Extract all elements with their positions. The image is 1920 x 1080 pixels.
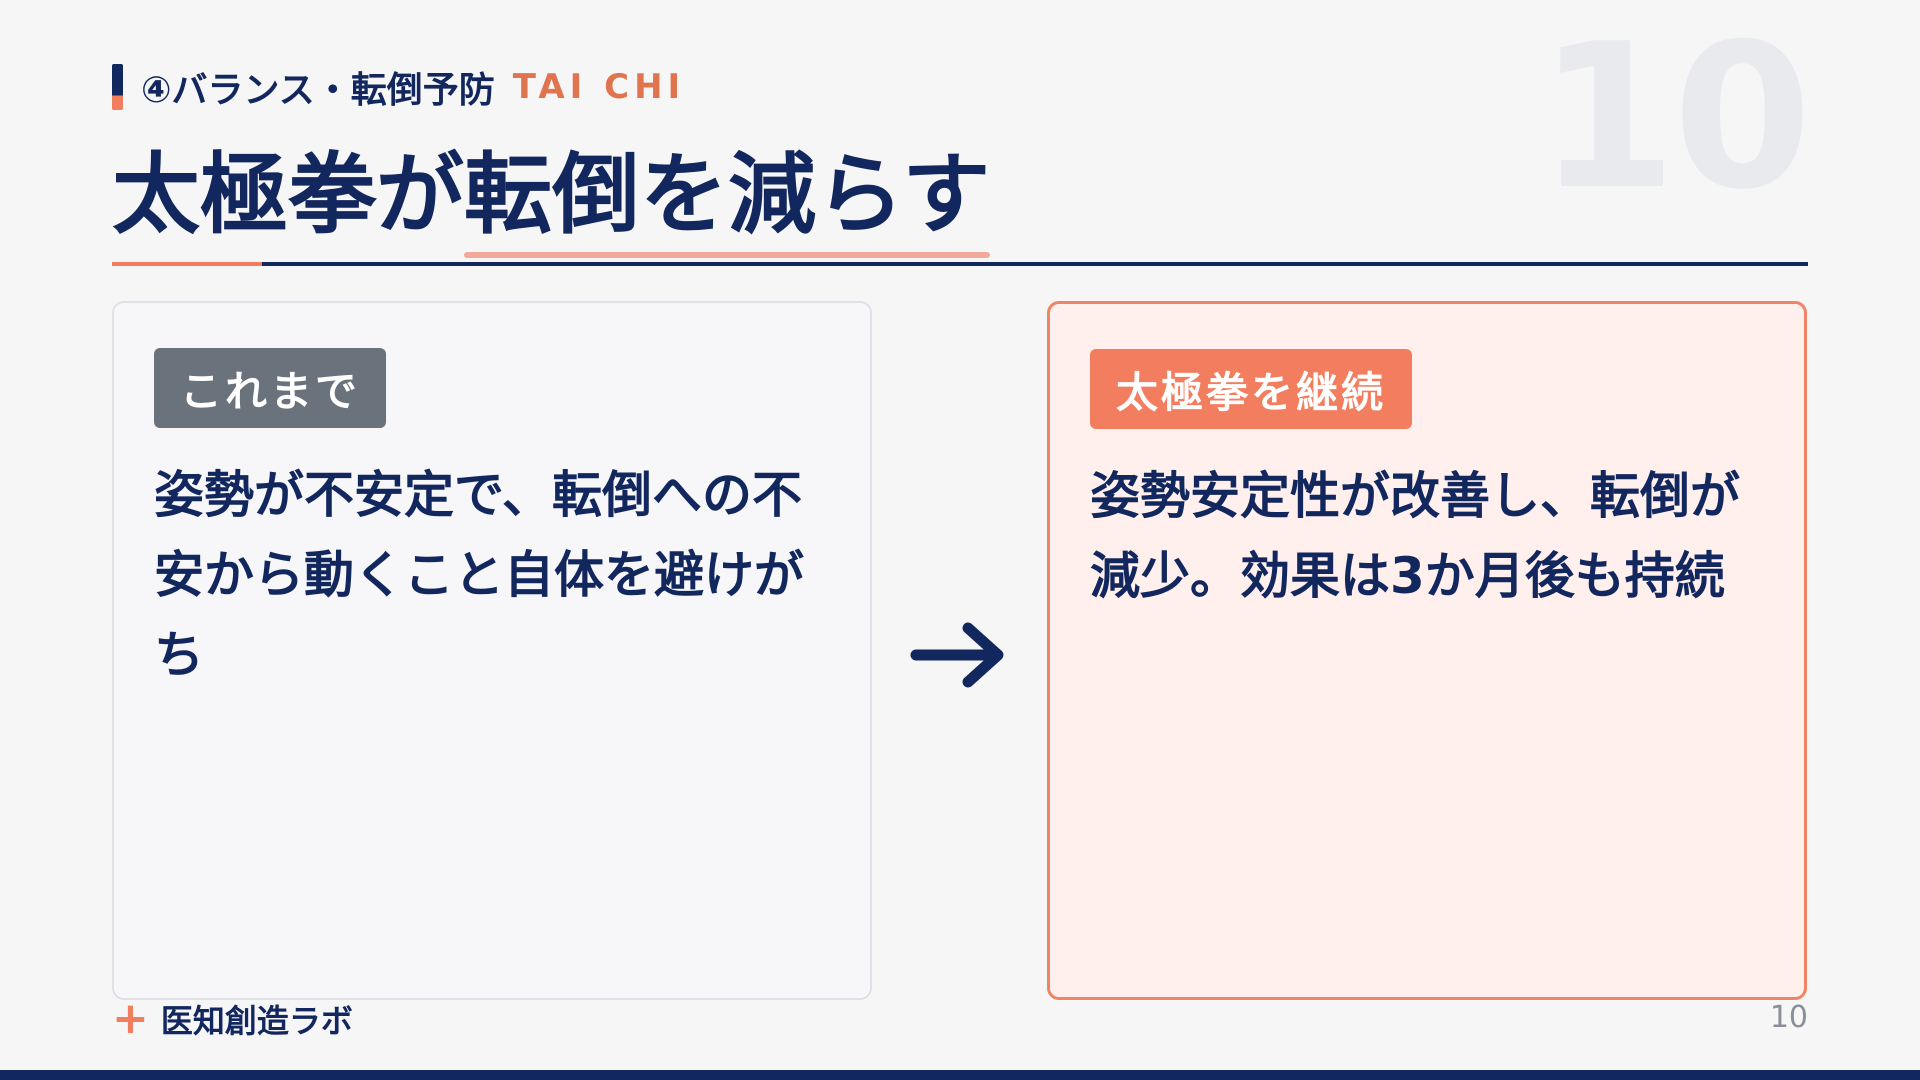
- slide-number-watermark: 10: [1537, 1, 1812, 234]
- brand-name: 医知創造ラボ: [160, 1002, 353, 1040]
- title-emphasis: 転倒を減らす: [464, 143, 991, 258]
- page-title: 太極拳が転倒を減らす: [112, 142, 991, 258]
- brand: + 医知創造ラボ: [112, 993, 353, 1044]
- before-text: 姿勢が不安定で、転倒への不安から動くこと自体を避けがち: [154, 466, 804, 684]
- section-title-jp: ④バランス・転倒予防: [141, 70, 495, 111]
- before-tag: これまで: [154, 348, 387, 428]
- bottom-bar: [0, 1070, 1920, 1080]
- page-number: 10: [1769, 1000, 1808, 1035]
- plus-icon: +: [112, 993, 149, 1044]
- title-divider-accent: [112, 262, 262, 266]
- card-before: これまで 姿勢が不安定で、転倒への不安から動くこと自体を避けがち: [112, 301, 872, 1000]
- title-part1: 太極拳が: [112, 143, 465, 246]
- section-label: ④バランス・転倒予防 TAI CHI: [112, 64, 686, 111]
- section-title-en: TAI CHI: [512, 67, 686, 107]
- after-text: 姿勢安定性が改善し、転倒が減少。効果は3か月後も持続: [1090, 467, 1740, 605]
- section-marker: [112, 64, 123, 110]
- arrow-right-icon: [910, 622, 1004, 688]
- after-tag: 太極拳を継続: [1090, 349, 1413, 429]
- card-after: 太極拳を継続 姿勢安定性が改善し、転倒が減少。効果は3か月後も持続: [1047, 301, 1807, 1000]
- title-divider: [112, 262, 1808, 266]
